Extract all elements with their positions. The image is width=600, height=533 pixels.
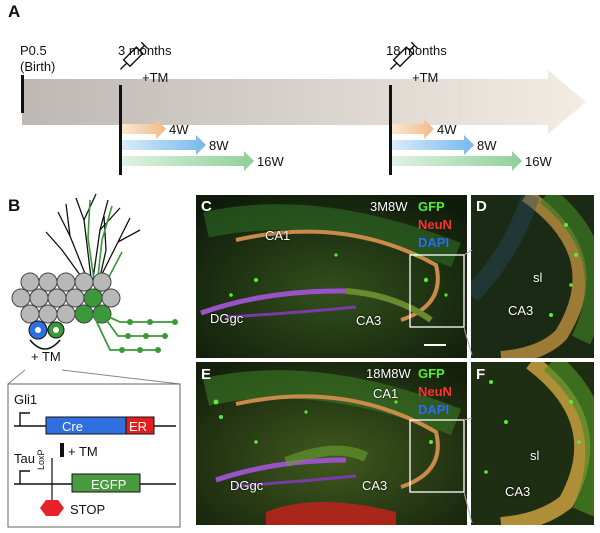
chase-arrow-4w (392, 119, 434, 139)
tm-label: +TM (412, 70, 439, 85)
chase-arrow-8w (122, 135, 206, 155)
region-sl: sl (533, 270, 543, 285)
tm-label: + TM (31, 349, 61, 364)
3m-tick (119, 85, 122, 175)
birth-tick (21, 75, 24, 113)
micrograph-c-drawing (196, 195, 467, 358)
zoom-box (409, 419, 465, 493)
condition-label: 3M8W (370, 199, 408, 214)
chase-label-8w: 8W (209, 138, 229, 153)
panel-label-e: E (201, 366, 212, 383)
stain-neun: NeuN (418, 384, 452, 399)
chase-label-4w: 4W (169, 122, 189, 137)
stain-dapi: DAPI (418, 402, 450, 417)
chase-arrow-16w (122, 151, 254, 171)
timeline-diagram (21, 41, 586, 175)
lineage-schematic (7, 193, 181, 528)
region-ca3: CA3 (362, 478, 388, 493)
micrograph-f (471, 362, 594, 525)
region-dggc: DGgc (210, 311, 244, 326)
chase-label-4w: 4W (437, 122, 457, 137)
panel-label-c: C (201, 198, 212, 215)
18-months-label: 18 months (386, 43, 447, 58)
chase-arrow-16w (392, 151, 522, 171)
region-ca1: CA1 (373, 386, 399, 401)
micrograph-d-drawing (471, 195, 594, 358)
zoom-connector (464, 418, 473, 524)
region-ca3: CA3 (505, 484, 531, 499)
birth-sublabel: (Birth) (20, 59, 56, 74)
er-box (125, 416, 155, 435)
chase-arrow-4w (122, 119, 166, 139)
birth-label: P0.5 (20, 43, 47, 58)
chase-label-16w: 16W (525, 154, 552, 169)
zoom-connector (464, 250, 473, 356)
region-dggc: DGgc (230, 478, 264, 493)
chase-arrow-8w (392, 135, 474, 155)
syringe-icon (119, 41, 149, 70)
egfp-label: EGFP (91, 477, 127, 492)
micrograph-c (196, 195, 467, 358)
timeline-main-arrow (22, 70, 586, 134)
gli1-label: Gli1 (14, 392, 38, 407)
micrograph-f-drawing (471, 362, 594, 525)
tm-label: +TM (142, 70, 169, 85)
condition-label: 18M8W (366, 366, 411, 381)
micrograph-e-drawing (196, 362, 467, 525)
loxp-label: LoxP (36, 449, 46, 470)
micrograph-e (196, 362, 467, 525)
stain-gfp: GFP (418, 199, 445, 214)
cre-label: Cre (62, 419, 83, 434)
region-ca1: CA1 (265, 228, 291, 243)
er-label: ER (129, 419, 148, 434)
stop-sign-icon (40, 500, 64, 516)
panel-label-b: B (8, 196, 21, 215)
zoom-box (409, 254, 465, 328)
region-ca3: CA3 (356, 313, 382, 328)
micrograph-d (471, 195, 594, 358)
panel-label-f: F (476, 366, 486, 383)
chase-label-8w: 8W (477, 138, 497, 153)
stain-neun: NeuN (418, 217, 452, 232)
cre-box (45, 416, 127, 435)
axon-boutons (119, 319, 178, 353)
mossy-fiber-axons (92, 313, 175, 351)
3-months-label: 3 months (118, 43, 172, 58)
panel-label-d: D (476, 198, 487, 215)
region-sl: sl (530, 448, 540, 463)
syringe-icon (389, 41, 419, 70)
egfp-box (71, 473, 141, 493)
tau-label: Tau (14, 451, 35, 466)
tm-arrow-label: + TM (68, 444, 98, 459)
chase-label-16w: 16W (257, 154, 284, 169)
panel-label-a: A (8, 2, 21, 21)
18m-tick (389, 85, 392, 175)
stop-label: STOP (70, 502, 106, 517)
stain-gfp: GFP (418, 366, 445, 381)
region-ca3: CA3 (508, 303, 534, 318)
construct-box (7, 383, 181, 528)
stain-dapi: DAPI (418, 235, 450, 250)
